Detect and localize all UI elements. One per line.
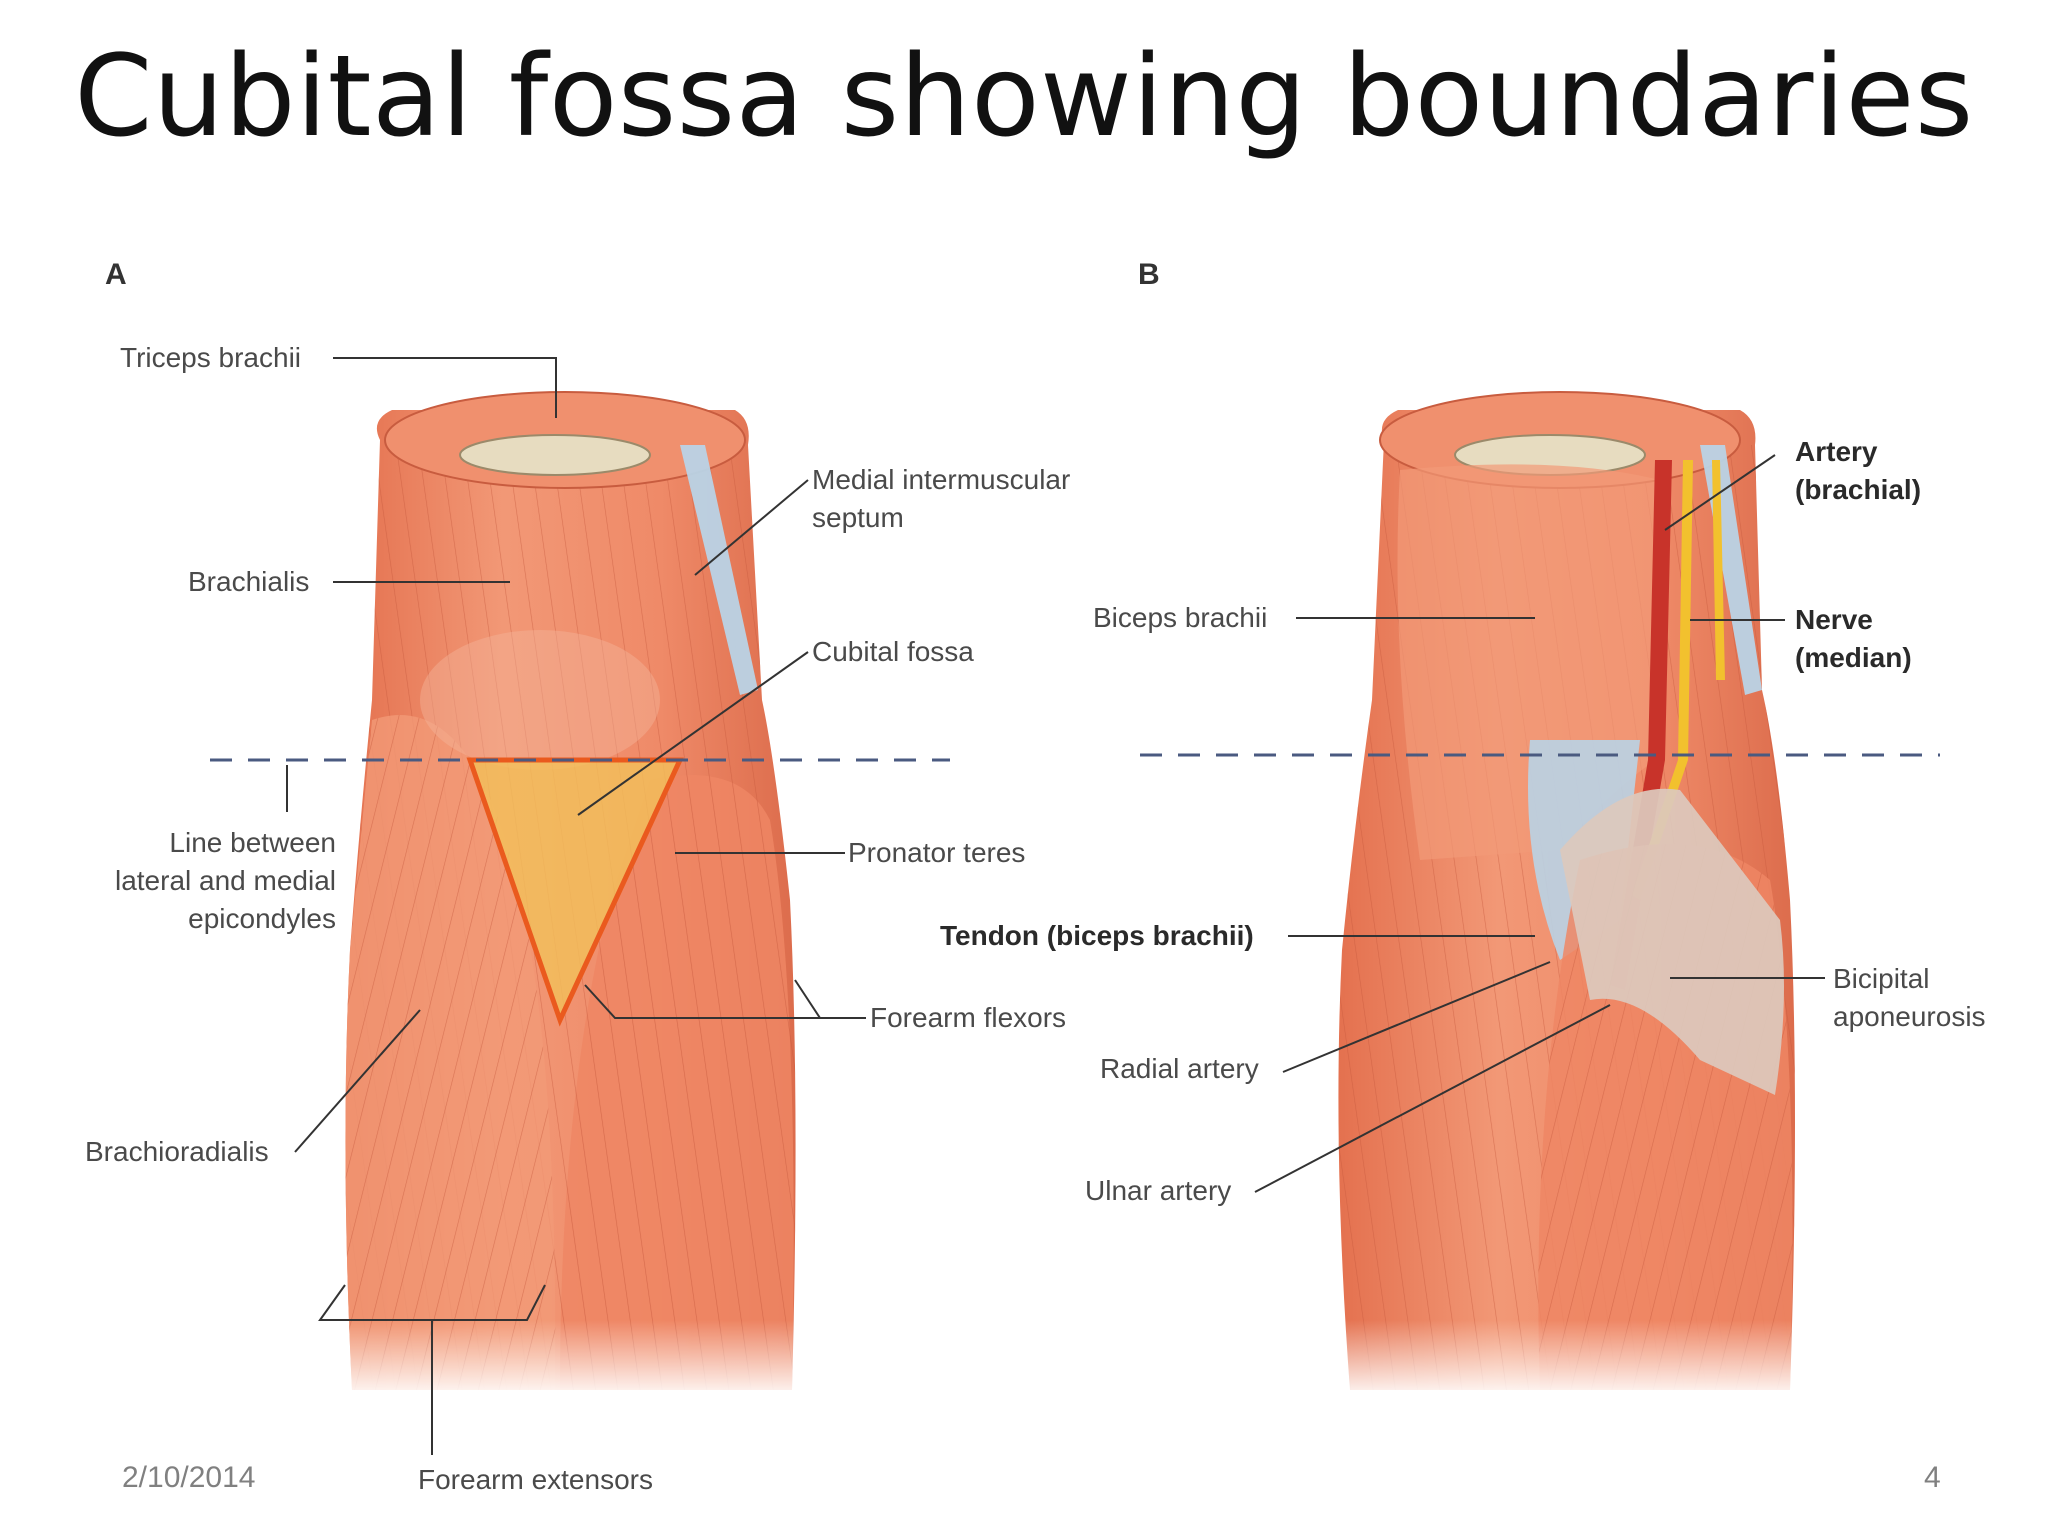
label-forearm-extensors: Forearm extensors [418,1464,653,1495]
label-artery-1: Artery [1795,436,1878,467]
label-nerve-2: (median) [1795,642,1912,673]
panel-b-arm [1140,391,1940,1400]
label-radial-artery: Radial artery [1100,1053,1259,1084]
slide-date: 2/10/2014 [122,1461,256,1494]
label-nerve-1: Nerve [1795,604,1873,635]
panel-a-leader-lines [286,357,866,1455]
slide-title: Cubital fossa showing boundaries [74,32,1974,162]
slide-page-number: 4 [1924,1461,1941,1494]
panel-a-letter: A [105,258,127,291]
label-forearm-flexors: Forearm flexors [870,1002,1067,1033]
panel-a-arm [210,391,950,1400]
label-epicondyle-line-2: lateral and medial [114,865,336,896]
label-brachialis: Brachialis [188,566,310,597]
label-brachioradialis: Brachioradialis [85,1136,269,1167]
panel-a-cubital-fossa-triangle [466,757,684,1027]
panel-b-leader-lines [1254,454,1825,1193]
panel-a-septum [680,445,758,695]
label-bicipital-2: aponeurosis [1833,1001,1986,1032]
panel-b-brachial-artery [1610,460,1672,990]
label-biceps-brachii: Biceps brachii [1093,602,1268,633]
label-medial-septum-2: septum [812,502,904,533]
label-artery-2: (brachial) [1795,474,1922,505]
label-cubital-fossa: Cubital fossa [812,636,974,667]
panel-b-letter: B [1138,258,1160,291]
label-medial-septum-1: Medial intermuscular [812,464,1071,495]
label-bicipital-1: Bicipital [1833,963,1930,994]
label-pronator-teres: Pronator teres [848,837,1026,868]
label-epicondyle-line-1: Line between [169,827,336,858]
label-ulnar-artery: Ulnar artery [1085,1175,1232,1206]
label-tendon: Tendon (biceps brachii) [940,920,1254,951]
label-epicondyle-line-3: epicondyles [188,903,336,934]
panel-b-bicipital-aponeurosis [1560,788,1784,1095]
label-triceps-brachii: Triceps brachii [120,342,302,373]
